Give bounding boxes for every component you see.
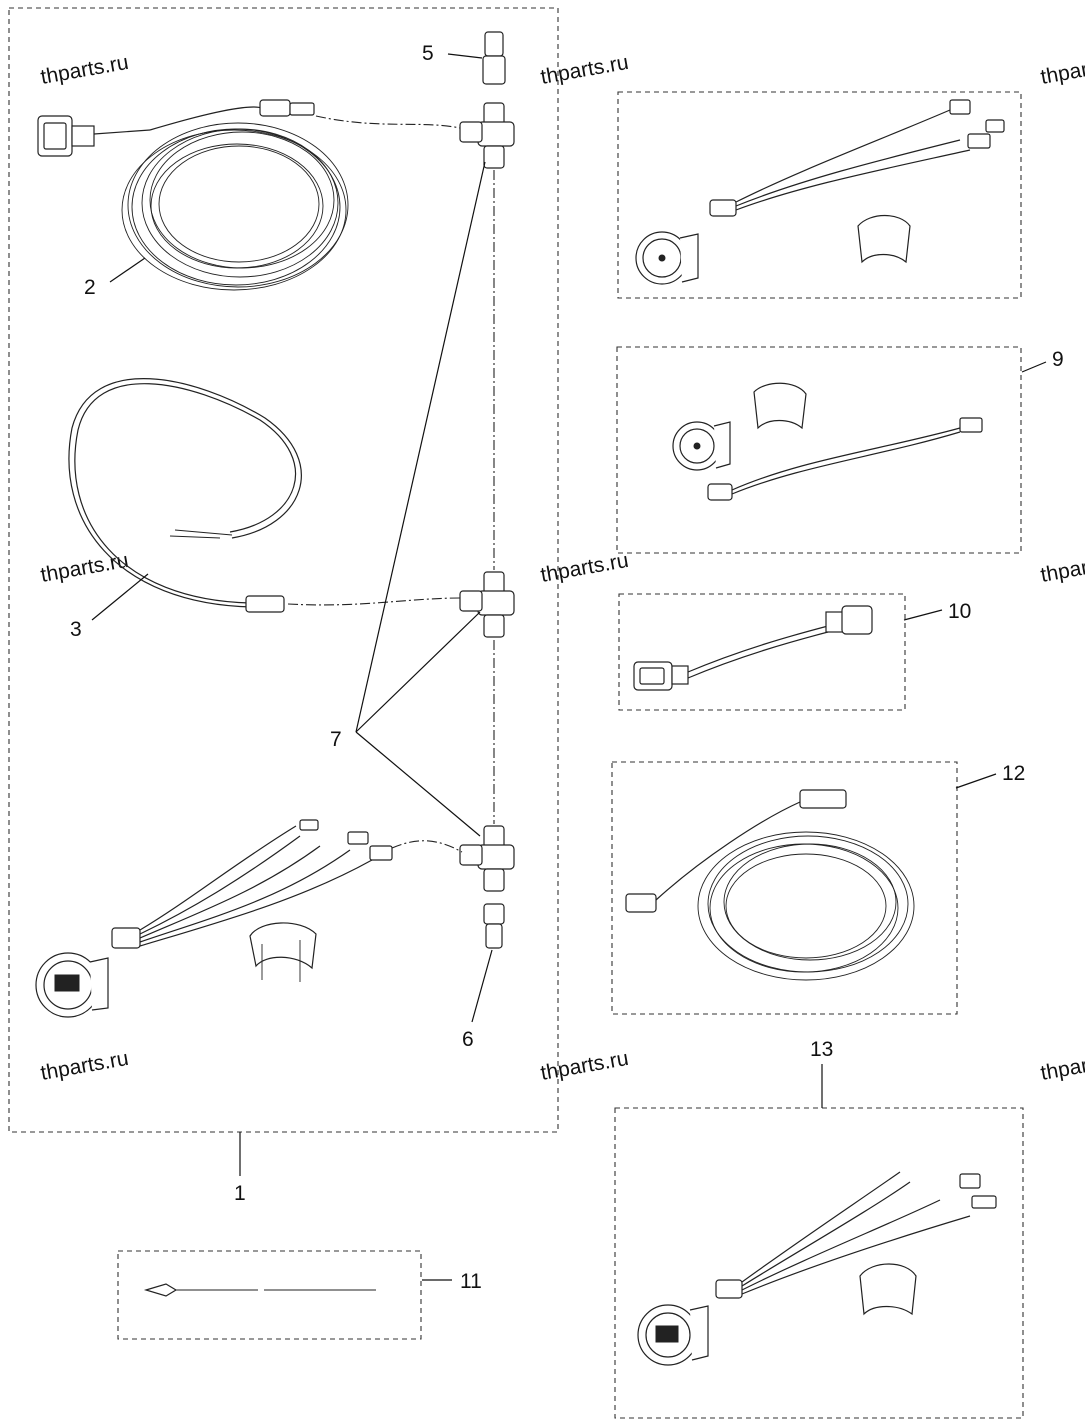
sensor-box-11 — [117, 1250, 422, 1340]
group-boxes — [8, 7, 1024, 1419]
watermark-9: thparts.ru — [1039, 1047, 1085, 1085]
callout-9: 9 — [1052, 348, 1064, 371]
adapter-box-10 — [618, 593, 906, 711]
adapter-cable-10 — [633, 605, 873, 691]
cable-part-2 — [37, 99, 349, 291]
watermark-8: thparts.ru — [539, 1047, 630, 1085]
harness-kit-13 — [637, 1171, 997, 1366]
terminator-part-5 — [482, 31, 506, 85]
harness-box-13 — [614, 1107, 1024, 1419]
clamp-bracket-1 — [249, 922, 317, 982]
terminator-part-6 — [483, 903, 505, 949]
gauge-harness-box-1 — [35, 819, 393, 1018]
tee-connector-top — [459, 102, 515, 169]
callout-labels: 2 3 5 6 7 1 9 10 12 13 11 — [70, 42, 1064, 1293]
callout-3: 3 — [70, 618, 82, 641]
callout-11: 11 — [460, 1270, 482, 1293]
cable-part-3 — [68, 377, 302, 613]
tee-connector-bottom — [459, 825, 515, 892]
watermark-1: thparts.ru — [39, 51, 130, 89]
callout-5: 5 — [422, 42, 434, 65]
cable-coil-12 — [625, 789, 915, 981]
coil-2 — [121, 122, 349, 291]
gauge-kit-box-9 — [616, 346, 1022, 554]
leader-lines — [91, 53, 1047, 1281]
callout-10: 10 — [948, 600, 971, 623]
callout-12: 12 — [1002, 762, 1025, 785]
callout-6: 6 — [462, 1028, 474, 1051]
gauge-kit-top — [635, 99, 1005, 285]
watermark-4: thparts.ru — [39, 549, 130, 587]
watermark-3: thparts.ru — [1039, 51, 1085, 89]
watermark-6: thparts.ru — [1039, 549, 1085, 587]
watermark-5: thparts.ru — [539, 549, 630, 587]
sensor-part-11 — [143, 1283, 376, 1297]
callout-7: 7 — [330, 728, 342, 751]
gauge-kit-9 — [672, 382, 983, 501]
watermark-7: thparts.ru — [39, 1047, 130, 1085]
callout-13: 13 — [810, 1038, 833, 1061]
watermark-2: thparts.ru — [539, 51, 630, 89]
kit-box-1 — [8, 7, 559, 1133]
cable-box-12 — [611, 761, 958, 1015]
callout-1: 1 — [234, 1182, 246, 1205]
tee-connector-middle — [459, 571, 515, 638]
gauge-kit-box-top — [617, 91, 1022, 299]
callout-2: 2 — [84, 276, 96, 299]
